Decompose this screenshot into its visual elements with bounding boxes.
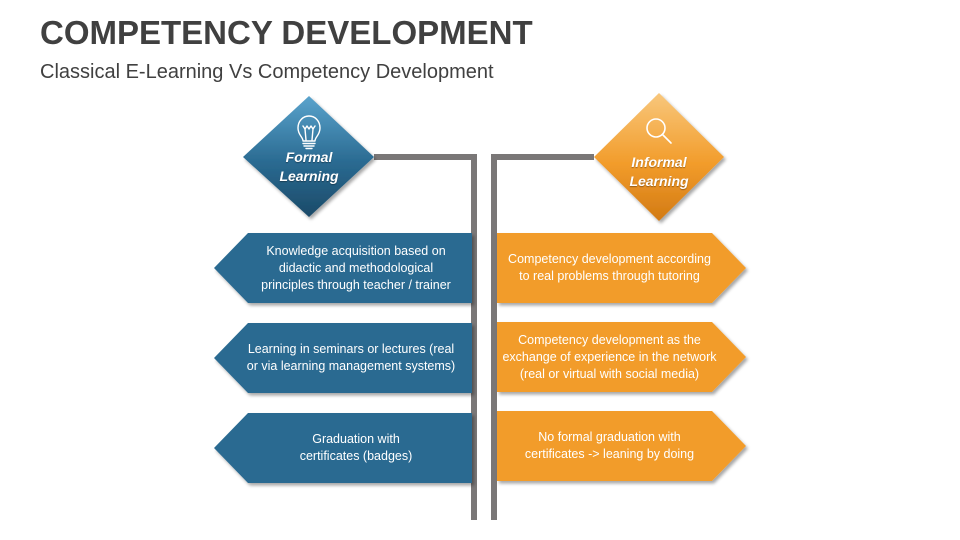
left-pole-post [471, 154, 477, 520]
formal-item-1-line-3: principles through teacher / trainer [261, 277, 451, 292]
formal-item-2-line-1: Learning in seminars or lectures (real [247, 342, 455, 356]
right-pole [491, 154, 594, 520]
slide-title: COMPETENCY DEVELOPMENT [40, 14, 533, 51]
formal-learning-label: Formal Learning [259, 148, 359, 186]
formal-item-2-text: Learning in seminars or lectures (real o… [230, 323, 472, 393]
formal-item-3-line-1: Graduation with [312, 432, 400, 446]
formal-item-1-arrow [214, 233, 472, 303]
formal-item-1-text: Knowledge acquisition based on didactic … [240, 233, 472, 303]
formal-item-1-line-2: didactic and methodological [278, 260, 434, 275]
lightbulb-icon [297, 115, 321, 150]
informal-item-2-line-3: (real or virtual with social media) [519, 366, 700, 381]
magnifier-icon [646, 118, 672, 144]
left-pole-arm [374, 154, 477, 160]
informal-item-3-line-2: certificates -> leaning by doing [524, 447, 695, 461]
formal-label-line-2: Learning [279, 168, 339, 184]
informal-learning-label: Informal Learning [609, 153, 709, 191]
formal-item-2-arrow [214, 323, 472, 393]
informal-label-line-1: Informal [631, 154, 687, 170]
formal-learning-diamond [243, 96, 374, 217]
informal-item-1-text: Competency development according to real… [497, 233, 722, 303]
informal-item-3-line-1: No formal graduation with [538, 430, 681, 444]
formal-item-2-line-2: or via learning management systems) [246, 359, 456, 373]
slide-subtitle: Classical E-Learning Vs Competency Devel… [40, 61, 494, 83]
informal-item-3-text: No formal graduation with certificates -… [497, 411, 722, 481]
right-pole-arm [491, 154, 594, 160]
informal-item-1-line-2: to real problems through tutoring [519, 269, 700, 283]
formal-item-3-arrow [214, 413, 472, 483]
informal-label-line-2: Learning [629, 173, 689, 189]
informal-item-1-arrow [497, 233, 746, 303]
formal-item-3-text: Graduation with certificates (badges) [240, 413, 472, 483]
informal-item-2-line-2: exchange of experience in the network [502, 349, 717, 364]
informal-item-2-line-1: Competency development as the [518, 332, 701, 347]
informal-item-2-arrow [497, 322, 746, 392]
right-pole-post [491, 154, 497, 520]
left-pole [374, 154, 477, 520]
formal-label-line-1: Formal [285, 149, 333, 165]
formal-item-3-line-2: certificates (badges) [299, 449, 413, 463]
formal-item-1-line-1: Knowledge acquisition based on [266, 243, 446, 258]
informal-item-2-text: Competency development as the exchange o… [497, 322, 722, 392]
informal-item-3-arrow [497, 411, 746, 481]
informal-learning-diamond [594, 93, 724, 221]
informal-item-1-line-1: Competency development according [508, 252, 711, 266]
